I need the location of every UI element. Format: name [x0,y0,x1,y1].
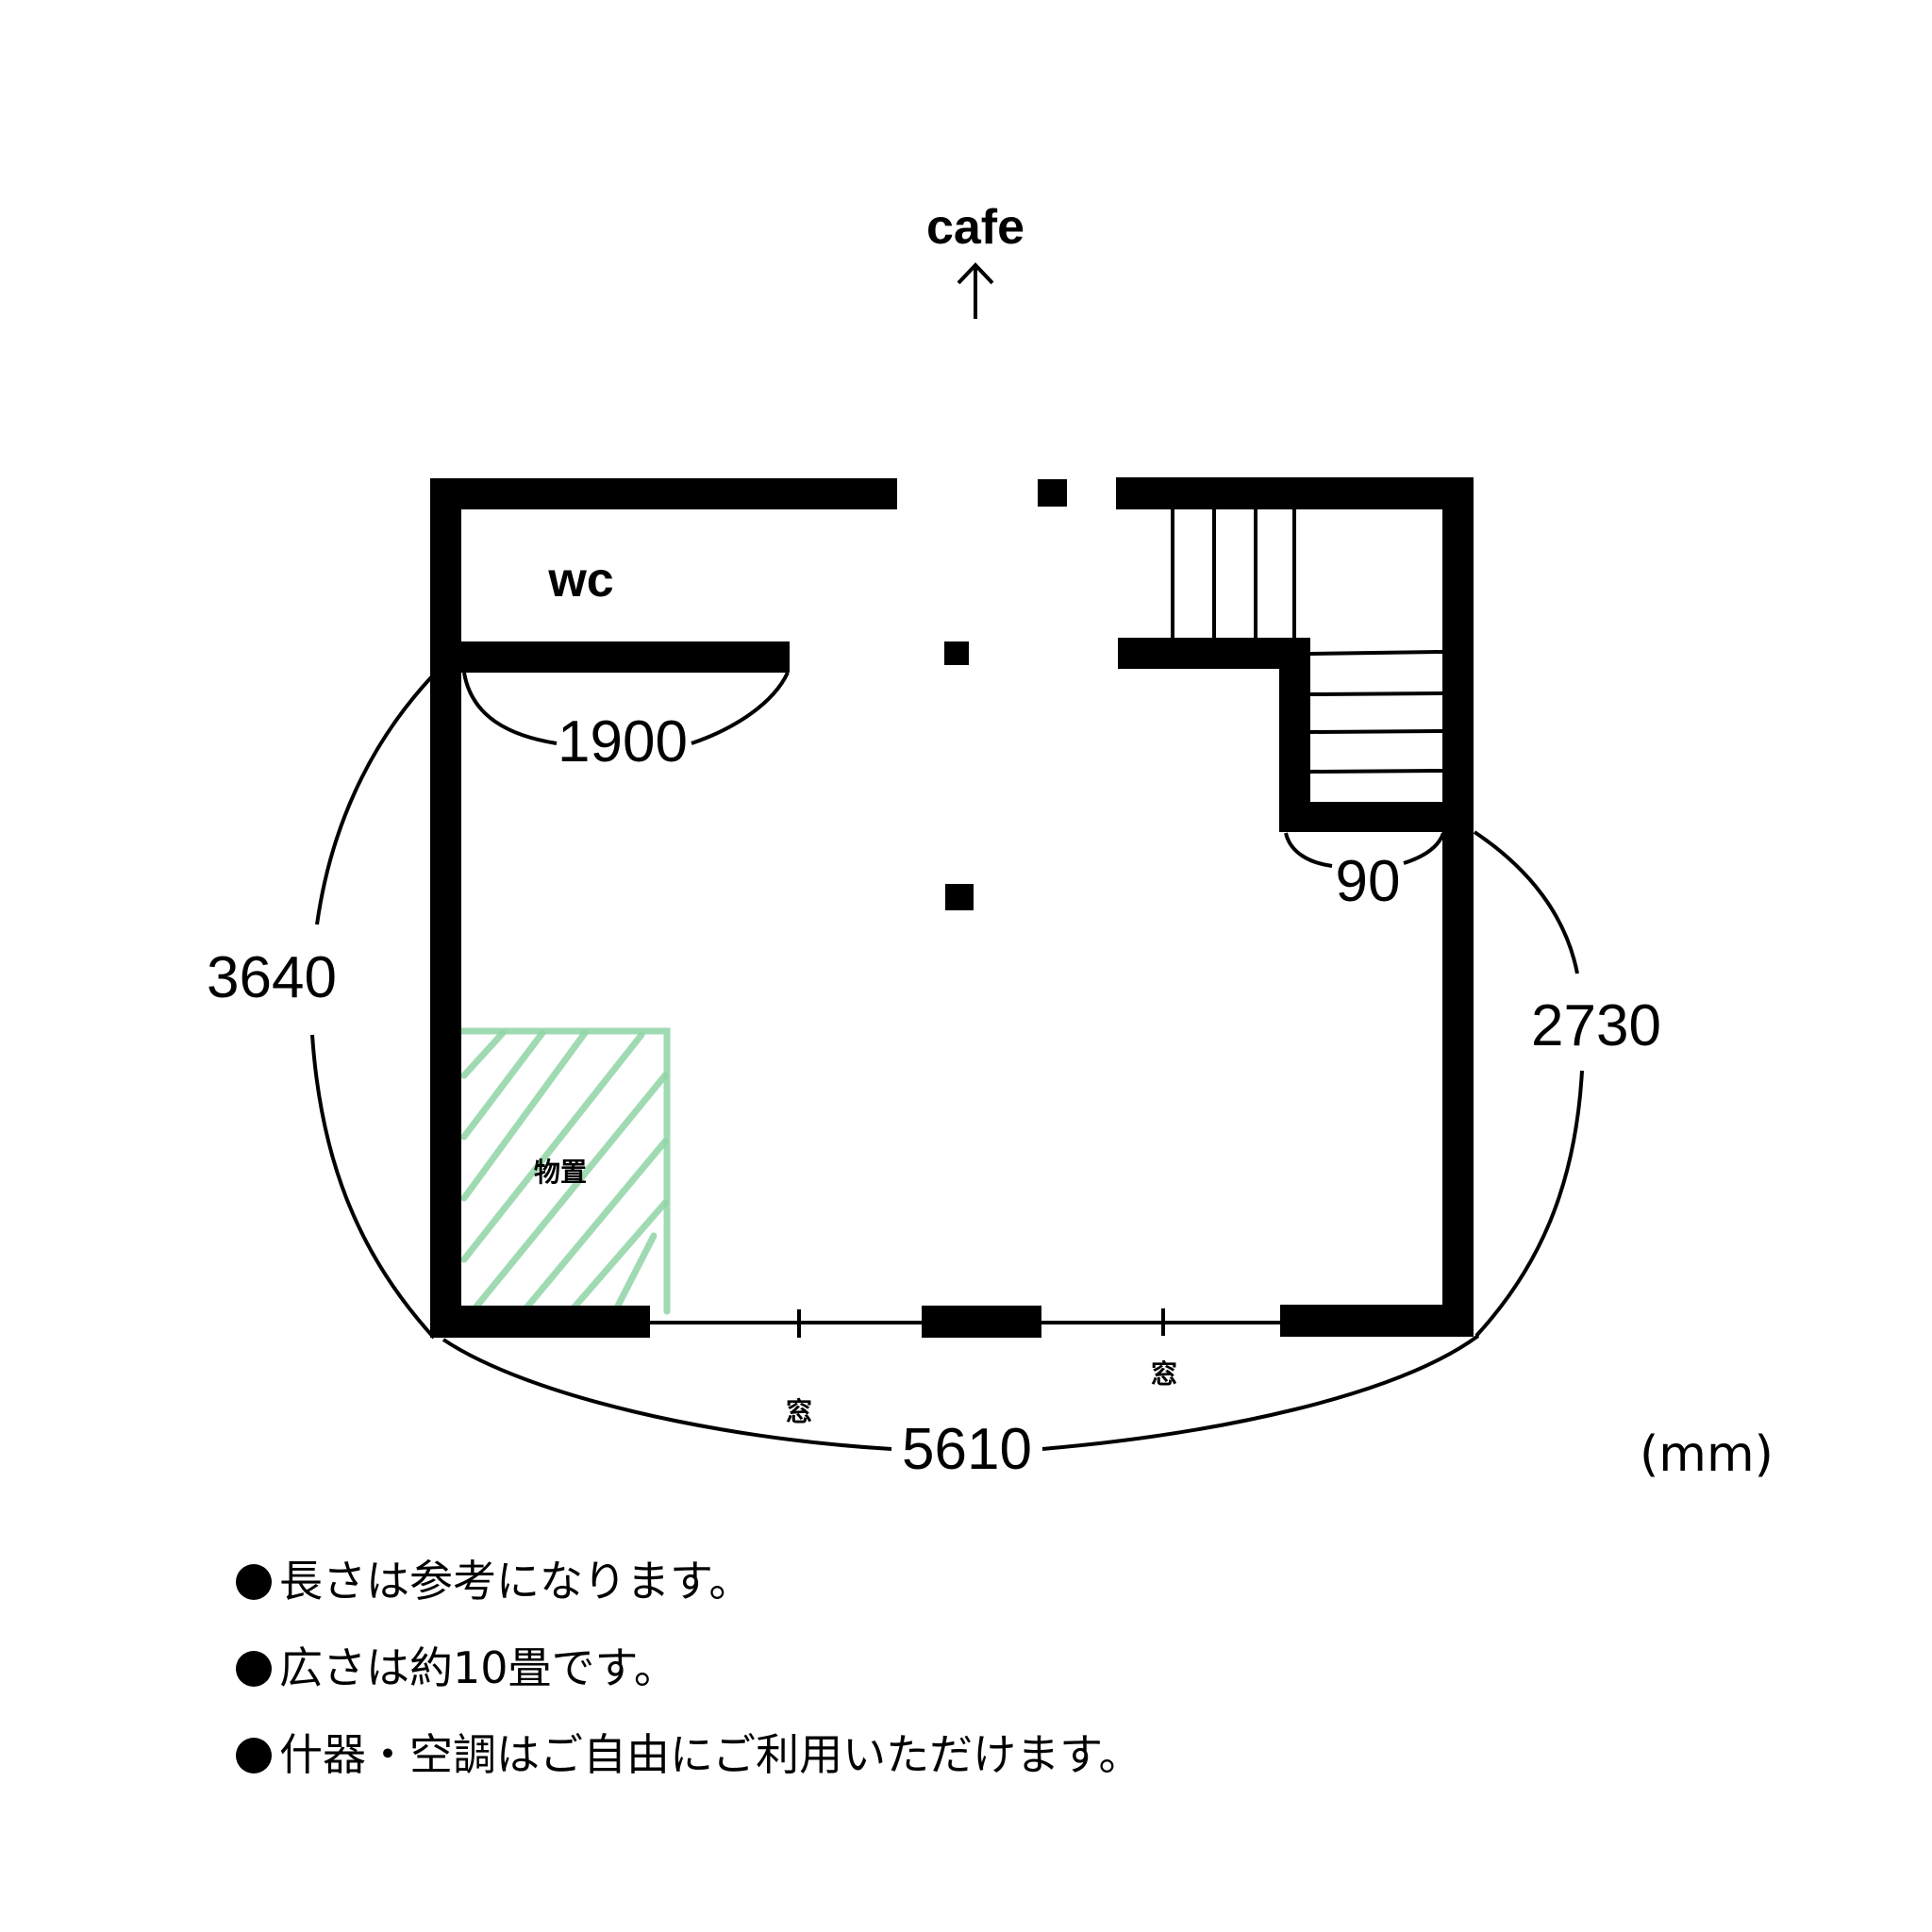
stair-wall-horizontal [1118,638,1310,669]
up-arrow-icon [957,262,994,319]
note-text: 長さは参考になります。 [279,1556,753,1607]
staircase [1171,509,1443,774]
window-line [650,1308,1280,1338]
bullet-icon [236,1564,272,1600]
note-item: 広さは約10畳です。 [236,1634,1141,1721]
bullet-icon [236,1651,272,1687]
dimension-total-width: 5610 [902,1417,1032,1482]
note-text: 広さは約10畳です。 [279,1642,677,1693]
storage-area-hatch [458,1027,671,1315]
dimension-left-height: 3640 [207,945,337,1010]
notes-list: 長さは参考になります。 広さは約10畳です。 什器・空調はご自由にご利用いただけ… [236,1547,1141,1807]
pillar-3 [945,884,974,910]
window-label-2: 窓 [1151,1358,1177,1390]
storage-label: 物置 [534,1157,587,1188]
dimension-stair-gap: 90 [1336,849,1401,914]
note-item: 什器・空調はご自由にご利用いただけます。 [236,1721,1141,1807]
stair-wall-bottom [1279,802,1474,832]
pillar-1 [1038,479,1067,507]
dimension-arcs [310,672,1584,1451]
bottom-wall-middle [922,1306,1041,1338]
top-wall-left [430,478,897,509]
note-item: 長さは参考になります。 [236,1547,1141,1634]
bullet-icon [236,1738,272,1774]
wc-partition-wall [430,641,790,673]
dimension-wc-width: 1900 [558,709,688,774]
wc-label: wc [547,553,613,608]
note-text: 什器・空調はご自由にご利用いただけます。 [279,1729,1142,1780]
stair-wall-vertical [1279,638,1310,832]
window-label-1: 窓 [786,1396,812,1427]
bottom-wall-right [1280,1305,1474,1337]
left-wall [430,478,461,1338]
unit-label: (mm) [1640,1426,1774,1483]
bottom-wall-left [430,1306,650,1338]
cafe-direction-label: cafe [926,200,1024,255]
top-wall-right [1116,477,1474,509]
right-wall [1442,477,1474,1337]
walls [430,477,1474,1338]
dimension-right-height: 2730 [1531,993,1661,1058]
pillar-2 [944,641,969,665]
